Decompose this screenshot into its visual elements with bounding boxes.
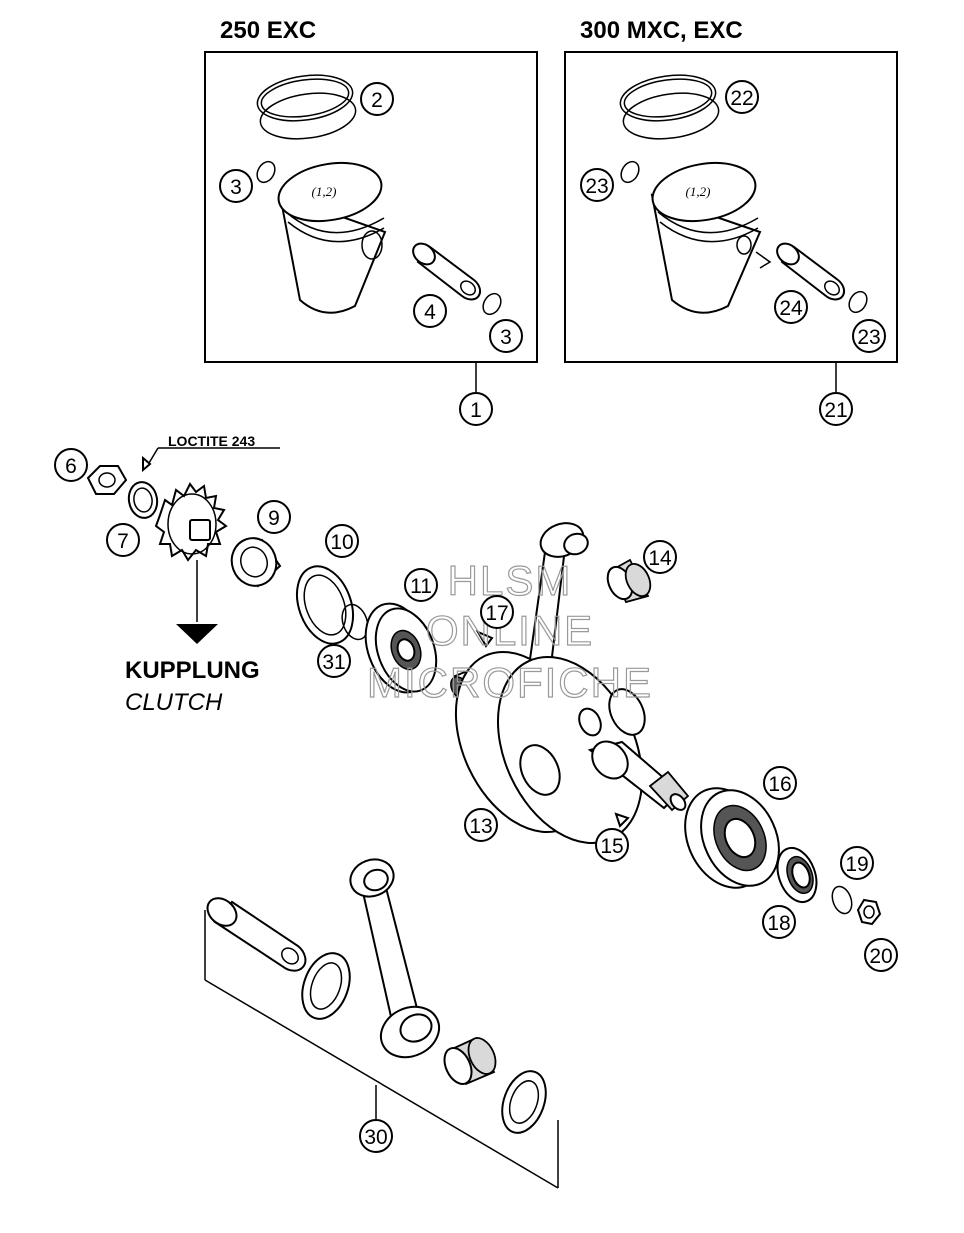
svg-text:13: 13 (469, 815, 492, 838)
header-250-exc: 250 EXC (220, 17, 316, 44)
callout-16: 16 (763, 766, 797, 800)
shaft-seal-right (776, 846, 818, 904)
svg-text:6: 6 (65, 455, 77, 478)
callout-3b: 3 (489, 319, 523, 353)
callout-30: 30 (359, 1119, 393, 1153)
svg-text:15: 15 (600, 835, 623, 858)
callout-3a: 3 (219, 169, 253, 203)
kupplung-label: KUPPLUNG (125, 657, 260, 684)
spacer-bushing (230, 537, 282, 588)
callout-13: 13 (464, 808, 498, 842)
callout-15: 15 (595, 828, 629, 862)
crank-nut (86, 465, 128, 495)
svg-text:2: 2 (371, 89, 383, 112)
needle-bearing-14 (606, 558, 652, 604)
shaft-seal-left (295, 565, 355, 645)
callout-4: 4 (413, 294, 447, 328)
o-ring (341, 603, 369, 641)
svg-text:20: 20 (869, 945, 892, 968)
callout-14: 14 (643, 540, 677, 574)
piston-kit-250-box: (1,2) (204, 51, 538, 363)
callout-22: 22 (725, 80, 759, 114)
callout-2: 2 (360, 82, 394, 116)
clutch-label: CLUTCH (125, 689, 223, 716)
watermark-line3: MICROFICHE (367, 659, 653, 706)
primary-gear (154, 482, 228, 562)
woodruff-key-15 (614, 812, 630, 828)
piston-marking-left: (1,2) (312, 184, 337, 199)
conrod-kit (204, 858, 559, 1189)
callout-20: 20 (864, 938, 898, 972)
callout-21: 21 (819, 392, 853, 426)
callout-31: 31 (317, 644, 351, 678)
callout-17: 17 (480, 595, 514, 629)
svg-text:7: 7 (117, 530, 129, 553)
main-bearing-right (684, 787, 780, 889)
svg-text:18: 18 (767, 912, 790, 935)
svg-text:9: 9 (268, 507, 280, 530)
svg-text:21: 21 (824, 399, 847, 422)
svg-text:30: 30 (364, 1126, 387, 1149)
svg-text:11: 11 (410, 575, 432, 598)
callout-6: 6 (54, 448, 88, 482)
crank-nut-right (856, 898, 882, 926)
callout-19: 19 (840, 846, 874, 880)
callout-24: 24 (774, 290, 808, 324)
svg-text:22: 22 (730, 87, 753, 110)
svg-text:3: 3 (230, 176, 242, 199)
watermark-line1: HLSM (448, 557, 573, 604)
svg-text:16: 16 (768, 773, 791, 796)
callout-10: 10 (325, 524, 359, 558)
callout-1: 1 (459, 392, 493, 426)
svg-text:10: 10 (330, 531, 353, 554)
header-300-mxc-exc: 300 MXC, EXC (580, 17, 743, 44)
woodruff-key-small (142, 455, 152, 473)
washer-19 (831, 885, 853, 915)
piston-marking-right: (1,2) (686, 184, 711, 199)
clutch-arrow (176, 624, 218, 644)
svg-text:31: 31 (322, 651, 345, 674)
svg-text:19: 19 (845, 853, 868, 876)
loctite-label: LOCTITE 243 (168, 433, 255, 449)
svg-text:4: 4 (424, 301, 436, 324)
callout-23a: 23 (580, 168, 614, 202)
svg-text:24: 24 (779, 297, 803, 320)
piston-kit-300-box: (1,2) (564, 51, 898, 363)
lock-washer (127, 481, 159, 519)
svg-text:23: 23 (585, 175, 608, 198)
woodruff-key-17 (475, 629, 494, 648)
svg-text:3: 3 (500, 326, 512, 349)
svg-text:17: 17 (485, 602, 508, 625)
svg-text:1: 1 (470, 399, 482, 422)
crankshaft (450, 522, 690, 844)
svg-text:23: 23 (857, 326, 880, 349)
callout-7: 7 (106, 523, 140, 557)
main-bearing-left (364, 602, 438, 694)
svg-text:14: 14 (648, 547, 672, 570)
callout-9: 9 (257, 500, 291, 534)
callout-23b: 23 (852, 319, 886, 353)
callout-11: 11 (404, 568, 438, 602)
callout-18: 18 (762, 905, 796, 939)
